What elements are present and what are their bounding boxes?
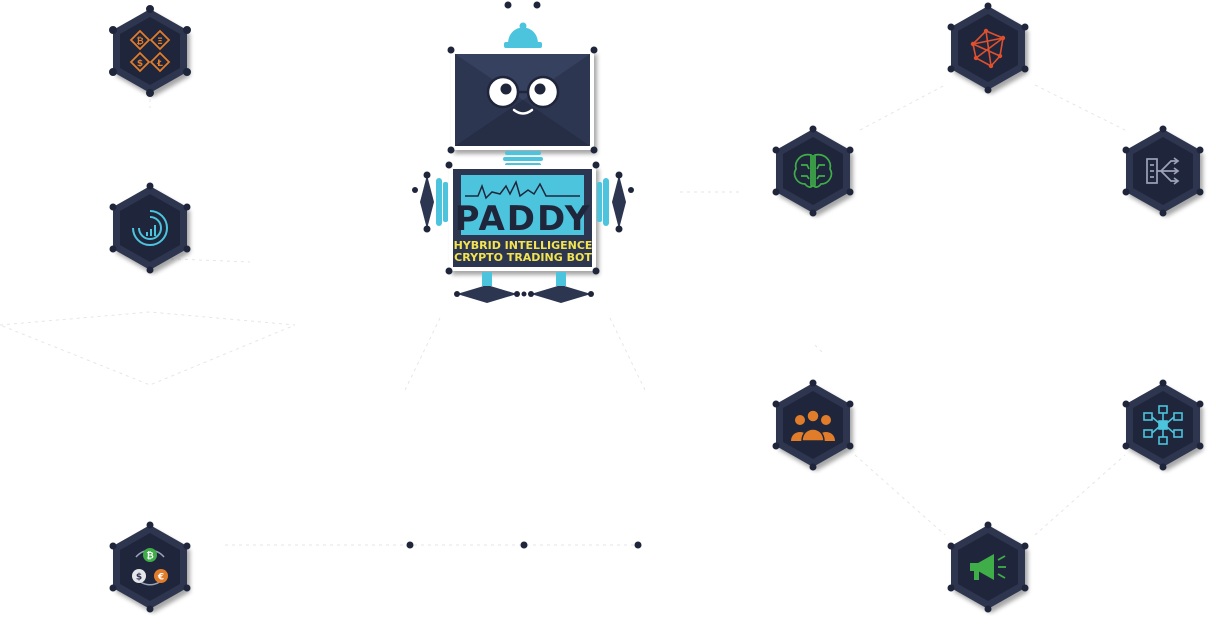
antenna-dot [533, 1, 541, 9]
antenna-icon [504, 22, 542, 48]
connector-left [0, 311, 296, 386]
svg-text:₿: ₿ [136, 36, 143, 47]
antenna-dot [504, 1, 512, 9]
routing-arrows-icon [1146, 157, 1180, 185]
megaphone-icon [970, 554, 1006, 580]
dot [520, 541, 528, 549]
node-routing [1122, 125, 1204, 217]
robot-feet [454, 272, 594, 303]
robot-body: PADDY HYBRID INTELLIGENCE CRYPTO TRADING… [445, 161, 600, 275]
dot [634, 541, 642, 549]
brain-circuit-icon [793, 153, 833, 188]
dot [406, 541, 414, 549]
analytics-circle-icon [132, 210, 168, 246]
node-crypto-coins: ₿ Ξ $ Ł [109, 5, 191, 97]
connector-line [1034, 454, 1126, 536]
connector-line [1034, 84, 1126, 131]
robot-subtitle-line1: HYBRID INTELLIGENCE [454, 239, 593, 252]
node-analytics [109, 182, 191, 274]
distributed-network-icon [1143, 405, 1183, 445]
svg-text:₿: ₿ [146, 551, 153, 562]
connector-line [404, 317, 441, 391]
connector-lines [0, 84, 1126, 546]
glasses-icon [486, 75, 560, 115]
robot-left-arm [412, 171, 448, 233]
svg-text:€: € [157, 573, 164, 583]
community-group-icon [791, 409, 835, 442]
connector-line [859, 84, 946, 131]
node-network [947, 2, 1029, 94]
paddy-robot: PADDY HYBRID INTELLIGENCE CRYPTO TRADING… [412, 1, 634, 303]
node-ai-brain [772, 125, 854, 217]
node-community [772, 379, 854, 471]
node-distributed [1122, 379, 1204, 471]
robot-name: PADDY [455, 199, 592, 239]
robot-right-arm [597, 171, 634, 233]
svg-text:$: $ [136, 573, 142, 583]
crypto-coins-icon: ₿ Ξ $ Ł [129, 29, 171, 73]
connector-line [814, 344, 823, 353]
connector-line [854, 454, 946, 536]
svg-text:$: $ [137, 59, 143, 69]
connector-line [609, 317, 646, 391]
currency-exchange-icon: ₿ $ € [132, 548, 168, 586]
chart-line-icon [465, 179, 580, 200]
robot-head [447, 46, 598, 154]
svg-text:Ξ: Ξ [157, 37, 163, 47]
bottom-dots [406, 541, 642, 549]
network-polygon-icon [970, 28, 1006, 69]
robot-neck [503, 151, 543, 167]
robot-subtitle-line2: CRYPTO TRADING BOT [454, 251, 592, 264]
node-announcements [947, 521, 1029, 613]
svg-text:Ł: Ł [156, 59, 163, 69]
node-currency-exchange: ₿ $ € [109, 521, 191, 613]
